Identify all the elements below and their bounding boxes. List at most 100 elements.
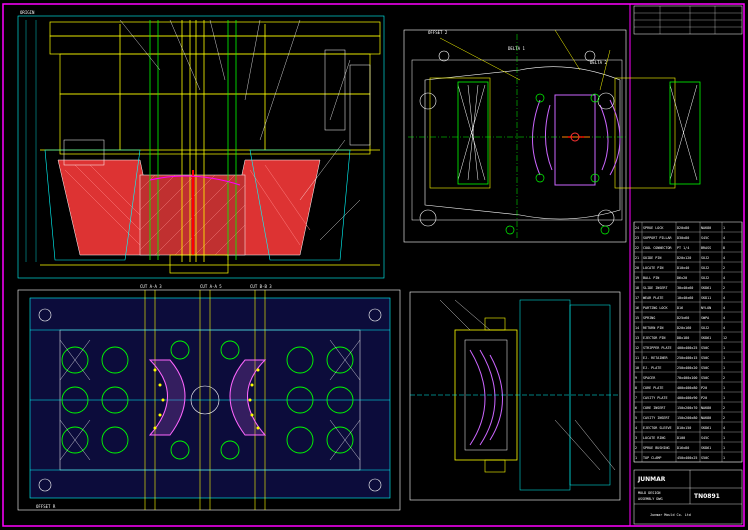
bom-material: NAK80 xyxy=(701,416,711,420)
bom-spec: D6x20 xyxy=(677,276,687,280)
bom-no: 14 xyxy=(635,326,639,330)
bom-material: SKD61 xyxy=(701,286,711,290)
bom-no: 18 xyxy=(635,286,639,290)
bom-no: 24 xyxy=(635,226,639,230)
bom-material: SKD61 xyxy=(701,336,711,340)
section-view-top-left[interactable]: ORIGIN xyxy=(17,10,385,279)
bom-no: 21 xyxy=(635,256,639,260)
bom-spec: D8x180 xyxy=(677,336,689,340)
bom-name: EJ. PLATE xyxy=(643,366,661,370)
bom-material: SWPA xyxy=(701,316,709,320)
bom-name: TOP CLAMP xyxy=(643,456,661,460)
bom-material: SUJ2 xyxy=(701,266,709,270)
bom-material: SKD61 xyxy=(701,446,711,450)
bom-spec: 10x40x60 xyxy=(677,296,693,300)
bom-qty: 1 xyxy=(723,456,725,460)
bom-material: P20 xyxy=(701,396,707,400)
bom-name: SPACER xyxy=(643,376,656,380)
bom-name: PARTING LOCK xyxy=(643,306,668,310)
bom-name: SPRUE LOCK xyxy=(643,226,664,230)
section-label-3: CUT B-B 3 xyxy=(250,284,272,289)
bom-no: 12 xyxy=(635,346,639,350)
bom-spec: 150x200x80 xyxy=(677,416,697,420)
bom-spec: 450x400x25 xyxy=(677,456,697,460)
bom-qty: 1 xyxy=(723,346,725,350)
plan-view-top-right[interactable]: OFFSET 2 DELTA 1 DELTA 2 xyxy=(403,29,701,243)
bom-no: 5 xyxy=(635,416,637,420)
bom-spec: 400x400x90 xyxy=(677,396,697,400)
bom-no: 2 xyxy=(635,446,637,450)
bom-spec: D25x60 xyxy=(677,316,689,320)
title-line-1: MOLD DESIGN xyxy=(638,491,660,495)
bom-name: EJECTOR SLEEVE xyxy=(643,426,672,430)
bom-qty: 2 xyxy=(723,286,725,290)
bom-spec: D10x150 xyxy=(677,426,691,430)
bom-name: RETURN PIN xyxy=(643,326,663,330)
bom-spec: 400x400x80 xyxy=(677,386,697,390)
bom-spec: 250x400x20 xyxy=(677,366,697,370)
bom-name: BALL PIN xyxy=(643,276,659,280)
bom-qty: 1 xyxy=(723,386,725,390)
bom-qty: 4 xyxy=(723,316,725,320)
bom-material: S50C xyxy=(701,366,709,370)
bom-qty: 4 xyxy=(723,296,725,300)
bom-material: NAK80 xyxy=(701,226,711,230)
bom-no: 17 xyxy=(635,296,639,300)
angle-label-1: DELTA 1 xyxy=(508,46,525,51)
bom-name: EJ. RETAINER xyxy=(643,356,668,360)
section-label-1: CUT A-A 3 xyxy=(140,284,162,289)
bom-qty: 2 xyxy=(723,416,725,420)
bom-material: NAK80 xyxy=(701,406,711,410)
bom-name: SLIDE INSERT xyxy=(643,286,668,290)
bom-name: STRIPPER PLATE xyxy=(643,346,672,350)
bom-no: 11 xyxy=(635,356,639,360)
bom-no: 3 xyxy=(635,436,637,440)
bom-qty: 1 xyxy=(723,226,725,230)
drawing-number: TN0891 xyxy=(694,493,720,500)
offset-label-bottom: OFFSET R xyxy=(36,504,56,509)
bom-qty: 12 xyxy=(723,336,727,340)
bom-spec: 250x400x15 xyxy=(677,356,697,360)
bom-qty: 4 xyxy=(723,236,725,240)
company-footer: Junmar Mould Co. Ltd xyxy=(650,513,691,517)
bom-name: LOCATE PIN xyxy=(643,266,663,270)
bom-material: BRASS xyxy=(701,246,711,250)
bom-name: CAVITY PLATE xyxy=(643,396,668,400)
title-line-2: ASSEMBLY DWG xyxy=(638,497,663,501)
bom-qty: 2 xyxy=(723,266,725,270)
bom-no: 15 xyxy=(635,316,639,320)
bom-spec: D20x120 xyxy=(677,256,691,260)
bom-material: S50C xyxy=(701,376,709,380)
bom-name: EJECTOR PIN xyxy=(643,336,665,340)
title-block: JUNMAR MOLD DESIGN ASSEMBLY DWG TN0891 J… xyxy=(633,469,743,525)
bom-qty: 4 xyxy=(723,276,725,280)
bom-qty: 1 xyxy=(723,356,725,360)
bom-qty: 8 xyxy=(723,246,725,250)
bom-no: 7 xyxy=(635,396,637,400)
bom-no: 22 xyxy=(635,246,639,250)
bom-name: CORE PLATE xyxy=(643,386,663,390)
bom-name: COOL CONNECTOR xyxy=(643,246,673,250)
bom-qty: 4 xyxy=(723,326,725,330)
bom-spec: 150x200x70 xyxy=(677,406,697,410)
bom-name: LOCATE RING xyxy=(643,436,665,440)
company-name: JUNMAR xyxy=(637,476,666,483)
bom-name: WEAR PLATE xyxy=(643,296,663,300)
bom-material: P20 xyxy=(701,386,707,390)
bom-name: SUPPORT PILLAR xyxy=(643,236,673,240)
bom-name: GUIDE PIN xyxy=(643,256,661,260)
angle-label-2: DELTA 2 xyxy=(590,60,607,65)
offset-label-top: OFFSET 2 xyxy=(428,30,448,35)
bom-qty: 1 xyxy=(723,436,725,440)
bom-name: CAVITY INSERT xyxy=(643,416,670,420)
bom-qty: 4 xyxy=(723,426,725,430)
bom-spec: D100 xyxy=(677,436,685,440)
bom-spec: 400x400x25 xyxy=(677,346,697,350)
bom-no: 13 xyxy=(635,336,639,340)
bom-no: 23 xyxy=(635,236,639,240)
plan-view-bottom-left[interactable]: CUT A-A 3 CUT A-A 5 CUT B-B 3 OFFSET R xyxy=(17,284,401,511)
bom-spec: D16 xyxy=(677,306,683,310)
side-view-bottom-right[interactable] xyxy=(409,291,621,501)
